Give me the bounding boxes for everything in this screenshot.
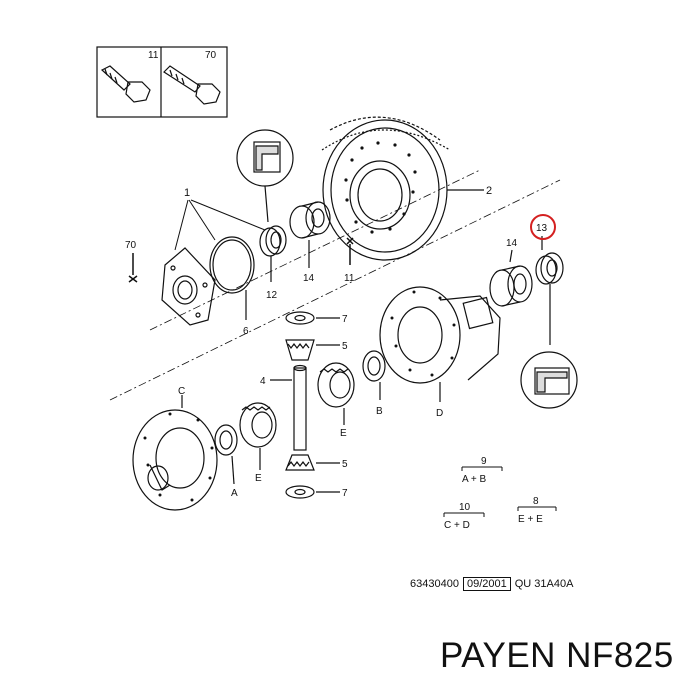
- label-14-left: 14: [303, 273, 315, 284]
- shaft-4: [270, 364, 307, 451]
- label-14-right: 14: [506, 238, 518, 249]
- leader-1: [174, 199, 266, 251]
- washer-7-bottom: [285, 485, 340, 499]
- svg-text:9: 9: [481, 456, 487, 467]
- seal-12: [259, 225, 287, 282]
- pinion-5-top: [285, 339, 340, 361]
- assembly-axis: [109, 169, 561, 401]
- label-70: 70: [125, 240, 137, 251]
- bearing-left: [289, 201, 331, 268]
- label-6: 6: [243, 326, 249, 337]
- label-12: 12: [266, 290, 278, 301]
- label-e-mid: E: [340, 428, 347, 439]
- bolt-label-70: 70: [205, 50, 217, 61]
- label-c: C: [178, 386, 185, 397]
- seal-13: [535, 236, 564, 345]
- svg-text:A + B: A + B: [462, 474, 487, 485]
- kit-legend-8: 8 E + E: [517, 496, 557, 525]
- highlight-circle-13: [530, 214, 556, 240]
- brand-part-number: PAYEN NF825: [440, 636, 674, 675]
- carrier-c: [132, 395, 218, 511]
- reference-date: 09/2001: [462, 577, 511, 591]
- label-1: 1: [184, 187, 190, 199]
- kit-legend-9: 9 A + B: [461, 456, 503, 485]
- svg-text:10: 10: [459, 502, 471, 513]
- bearing-right: [489, 249, 533, 307]
- side-gear-e-mid: [317, 362, 355, 425]
- svg-text:8: 8: [533, 496, 539, 507]
- thrust-washer-b: [362, 350, 386, 400]
- thrust-washer-a: [214, 424, 238, 485]
- label-e-left: E: [255, 473, 262, 484]
- label-5-top: 5: [342, 341, 348, 352]
- pinion-5-bottom: [285, 454, 340, 471]
- label-7-top: 7: [342, 314, 348, 325]
- label-b: B: [376, 406, 383, 417]
- label-a: A: [231, 488, 238, 499]
- label-4: 4: [260, 376, 266, 387]
- washer-7-top: [285, 311, 340, 325]
- differential-case-d: [379, 286, 501, 402]
- crown-gear: [321, 116, 484, 261]
- seal-detail-circle-right: [520, 351, 578, 409]
- svg-text:E + E: E + E: [518, 514, 543, 525]
- label-11: 11: [344, 273, 355, 284]
- long-bolt-icon: [163, 65, 221, 105]
- reference-code: 63430400: [410, 578, 459, 590]
- bolt-label-11: 11: [148, 50, 159, 61]
- kit-legend-10: 10 C + D: [443, 502, 485, 531]
- label-5-bottom: 5: [342, 459, 348, 470]
- short-bolt-icon: [100, 65, 151, 103]
- reference-model: QU 31A40A: [514, 578, 574, 590]
- label-d: D: [436, 408, 443, 419]
- label-2: 2: [486, 185, 492, 197]
- o-ring-6: [209, 236, 255, 320]
- bolt-panel: 11 70: [96, 46, 228, 118]
- bolt-marker-11: [346, 237, 354, 265]
- side-gear-e-left: [239, 402, 277, 470]
- flange-housing: [161, 247, 216, 326]
- seal-detail-circle: [236, 129, 294, 223]
- bolt-marker-70: [128, 253, 138, 283]
- svg-text:C + D: C + D: [444, 520, 470, 531]
- label-13: 13: [536, 223, 548, 234]
- label-7-bottom: 7: [342, 488, 348, 499]
